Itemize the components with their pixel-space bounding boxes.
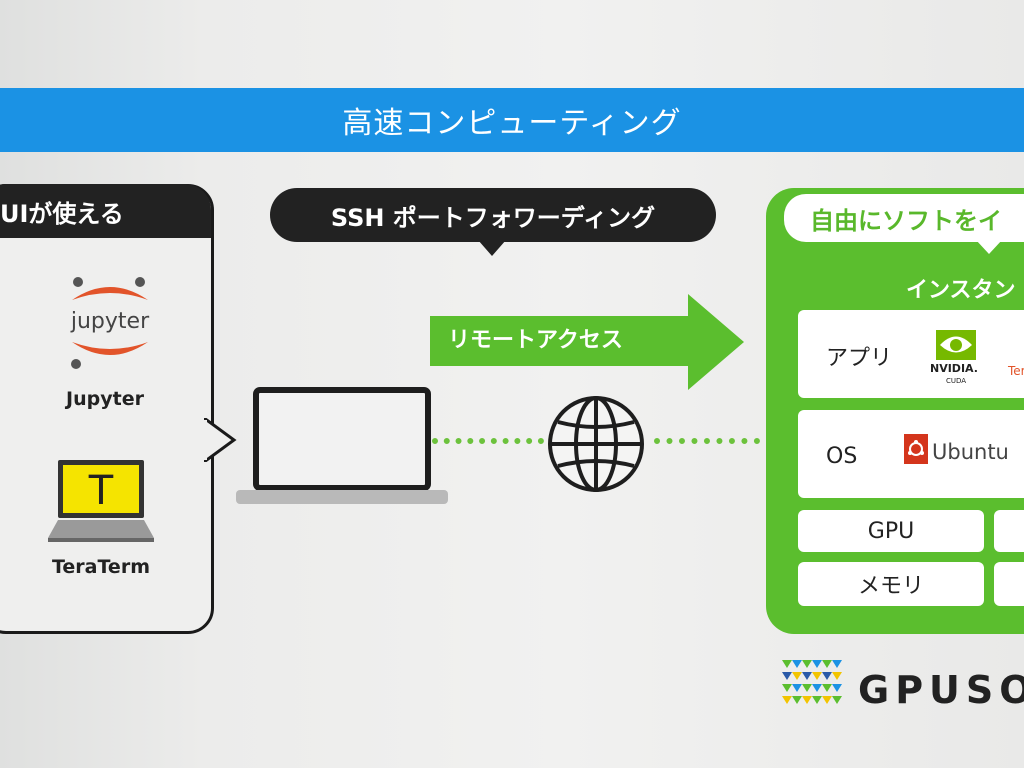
ui-tools-header-text: UIが使える (0, 199, 124, 228)
app-layer-label: アプリ (826, 346, 893, 371)
connection-line-right (654, 438, 760, 444)
os-layer-label: OS (826, 444, 858, 469)
ubuntu-text: Ubuntu (932, 440, 1009, 464)
pill-pointer-icon (478, 240, 506, 256)
instance-panel-header: 自由にソフトをイ (784, 194, 1024, 242)
app-label-jupyter: Jupyter (66, 388, 144, 410)
ui-tools-panel (0, 184, 214, 634)
teraterm-logo-icon: T (48, 460, 154, 542)
ubuntu-icon (904, 434, 928, 464)
brand-name: GPUSO (858, 668, 1024, 712)
nvidia-text: NVIDIA. (930, 362, 978, 375)
nvidia-eye-icon (936, 330, 976, 360)
cuda-text: CUDA (946, 377, 967, 385)
title-banner: 高速コンピューティング (0, 88, 1024, 152)
globe-icon (548, 396, 644, 492)
instance-panel-header-text: 自由にソフトをイ (810, 206, 1002, 235)
laptop-icon (236, 387, 448, 504)
memory-box: メモリ (798, 562, 984, 606)
gpu-label: GPU (867, 518, 915, 544)
app-label-teraterm: TeraTerm (51, 556, 150, 578)
brand-logo-icon (782, 660, 842, 704)
gpu-box: GPU (798, 510, 984, 552)
app-layer-box (798, 310, 1024, 398)
partial-app-text: Ter (1008, 364, 1024, 378)
hardware-box-partial-1 (994, 510, 1024, 552)
ui-tools-header: UIが使える (0, 184, 211, 238)
remote-access-label: リモートアクセス (448, 328, 623, 353)
teraterm-logo-text: T (88, 468, 114, 514)
green-head-pointer-icon (976, 240, 1002, 254)
jupyter-logo-text: jupyter (70, 309, 150, 334)
panel-pointer-icon (204, 418, 237, 462)
memory-label: メモリ (857, 574, 924, 599)
ssh-pill-label: SSH ポートフォワーディング (330, 203, 656, 232)
jupyter-logo-icon: jupyter (70, 277, 150, 369)
hardware-box-partial-2 (994, 562, 1024, 606)
banner-title: 高速コンピューティング (342, 106, 682, 141)
ssh-port-forwarding-pill: SSH ポートフォワーディング (270, 188, 716, 242)
instance-label: インスタン (906, 278, 1016, 303)
remote-access-arrow-icon (430, 294, 744, 390)
connection-line-left (432, 438, 544, 444)
